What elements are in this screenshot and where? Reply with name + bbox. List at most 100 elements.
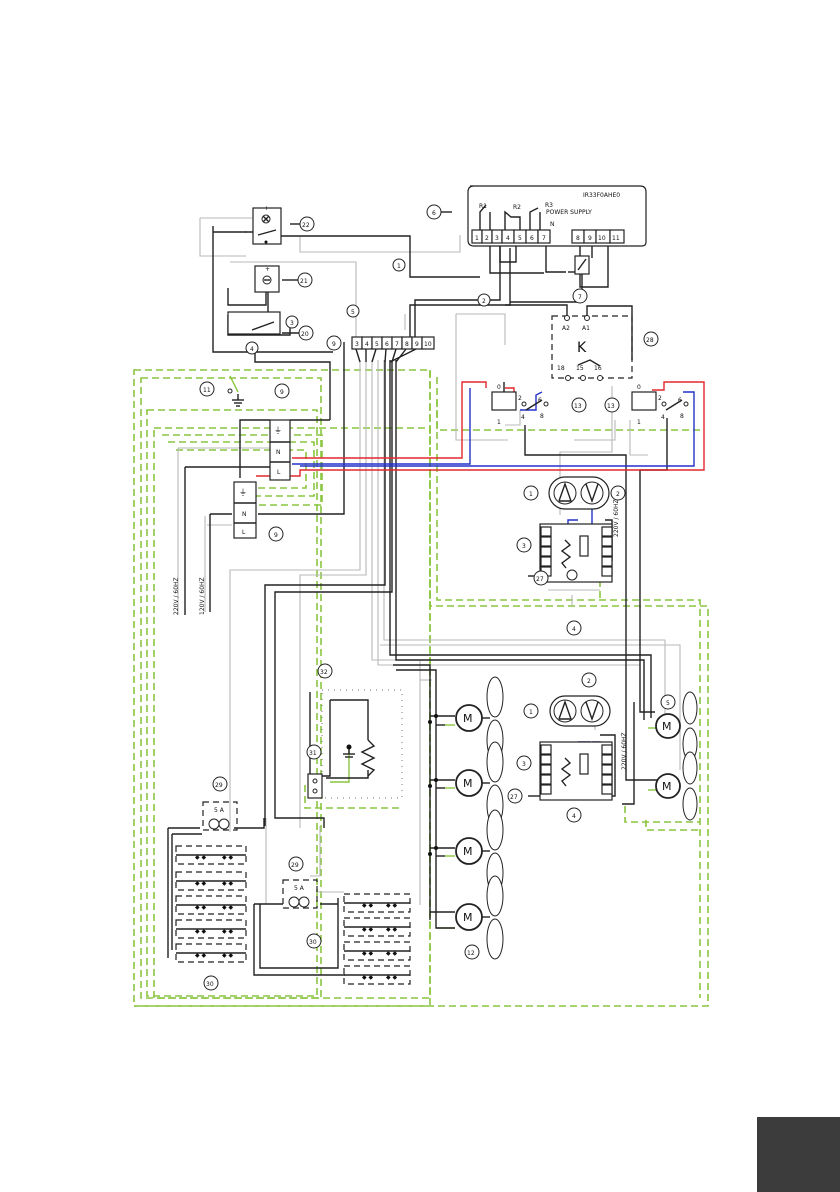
- supply-120v-label: 120V / 60HZ: [199, 577, 206, 615]
- svg-text:1: 1: [497, 419, 501, 426]
- svg-text:◆ ◆: ◆ ◆: [195, 854, 207, 861]
- heater-resistor-icon: [360, 739, 376, 777]
- svg-text:30: 30: [309, 939, 317, 946]
- svg-text:10: 10: [598, 235, 606, 242]
- svg-text:22: 22: [302, 222, 310, 229]
- transformer-icon: [208, 818, 220, 830]
- svg-text:32: 32: [320, 669, 328, 676]
- svg-text:4: 4: [572, 626, 576, 633]
- fan-motor-icon: M: [655, 691, 698, 761]
- svg-text:13: 13: [574, 403, 582, 410]
- svg-text:◆ ◆: ◆ ◆: [386, 974, 398, 981]
- controller-model: IR33F0AHE0: [583, 192, 620, 199]
- svg-text:M: M: [662, 720, 672, 733]
- svg-text:◆ ◆: ◆ ◆: [222, 880, 234, 887]
- svg-text:◆ ◆: ◆ ◆: [386, 926, 398, 933]
- svg-text:4: 4: [506, 235, 510, 242]
- svg-text:1: 1: [397, 263, 401, 270]
- svg-text:220V / 60HZ: 220V / 60HZ: [613, 499, 620, 537]
- transformer-right: 5 A: [282, 879, 318, 909]
- svg-text:5 A: 5 A: [214, 807, 225, 814]
- svg-text:8: 8: [680, 413, 684, 420]
- svg-text:M: M: [463, 911, 473, 924]
- svg-text:⏚: ⏚: [274, 426, 282, 435]
- svg-text:11: 11: [612, 235, 620, 242]
- svg-text:6: 6: [385, 341, 389, 348]
- svg-text:6: 6: [530, 235, 534, 242]
- fan-motors-right: M M: [655, 691, 698, 821]
- svg-text:13: 13: [607, 403, 615, 410]
- svg-text:◆ ◆: ◆ ◆: [195, 880, 207, 887]
- black-wires: [167, 218, 668, 976]
- svg-text:1: 1: [529, 709, 533, 716]
- terminal-strip: 3 4 5 6 7 8 9 10: [351, 336, 435, 363]
- svg-text:4: 4: [521, 414, 525, 421]
- svg-text:3: 3: [290, 320, 294, 327]
- svg-text:27: 27: [510, 794, 518, 801]
- fan-motors-left: M M M M: [428, 676, 504, 960]
- compressor-unit-bottom: 220V / 60HZ: [528, 695, 628, 801]
- svg-text:L: L: [242, 529, 246, 536]
- svg-text:8: 8: [576, 235, 580, 242]
- page-corner-tab: [757, 1117, 840, 1192]
- svg-text:◆ ◆: ◆ ◆: [362, 950, 374, 957]
- svg-text:7: 7: [542, 235, 546, 242]
- svg-text:21: 21: [300, 278, 308, 285]
- svg-text:1: 1: [475, 235, 479, 242]
- svg-text:2: 2: [616, 491, 620, 498]
- callouts: 6 22 21 3 20 9 7 28 13 13 11 9 9 1 2 3 2…: [199, 204, 676, 991]
- contactor-k: A2 A1 K 18 15 16: [505, 304, 633, 381]
- svg-text:6: 6: [432, 210, 436, 217]
- door-lamp-assembly: + +: [227, 205, 282, 335]
- svg-text:16: 16: [594, 365, 602, 372]
- svg-text:9: 9: [415, 341, 419, 348]
- svg-text:18: 18: [557, 365, 565, 372]
- svg-text:28: 28: [646, 337, 654, 344]
- svg-text:◆ ◆: ◆ ◆: [386, 950, 398, 957]
- svg-text:0: 0: [497, 384, 501, 391]
- wire-labels: 1 2 4 5: [245, 258, 491, 355]
- svg-text:◆ ◆: ◆ ◆: [195, 928, 207, 935]
- svg-text:2: 2: [587, 678, 591, 685]
- transformer-left: 5 A: [202, 801, 238, 831]
- svg-text:0: 0: [637, 384, 641, 391]
- relay-r3-label: R3: [545, 202, 553, 209]
- power-supply-label: POWER SUPPLY: [546, 209, 592, 216]
- svg-text:N: N: [242, 511, 247, 518]
- svg-text:10: 10: [424, 341, 432, 348]
- svg-text:2: 2: [482, 298, 486, 305]
- neutral-label: N: [550, 221, 555, 228]
- colored-wires: [256, 381, 705, 797]
- svg-text:4: 4: [572, 813, 576, 820]
- svg-text:◆ ◆: ◆ ◆: [362, 974, 374, 981]
- svg-text:9: 9: [588, 235, 592, 242]
- svg-text:◆ ◆: ◆ ◆: [362, 902, 374, 909]
- relay-right: 0 1 2 4 6 8: [631, 384, 689, 426]
- svg-text:8: 8: [405, 341, 409, 348]
- svg-text:5: 5: [666, 700, 670, 707]
- heater-assembly: [307, 689, 403, 799]
- ground-icon: [227, 388, 244, 407]
- supply-120v: ⏚ N L: [233, 481, 257, 539]
- svg-text:29: 29: [215, 782, 223, 789]
- relay-left: 0 1 2 4 6 8: [491, 382, 549, 426]
- svg-text:3: 3: [495, 235, 499, 242]
- svg-text:◆ ◆: ◆ ◆: [362, 926, 374, 933]
- svg-text:2: 2: [485, 235, 489, 242]
- controller-ir33: IR33F0AHE0 R1 R2 R3 POWER SUPPLY N 1 2 3…: [467, 185, 647, 292]
- svg-text:1: 1: [529, 491, 533, 498]
- fan-motor-icon: M: [655, 751, 698, 821]
- svg-text:⏚: ⏚: [239, 488, 247, 497]
- compressor-unit-top: 220V / 60HZ: [528, 476, 620, 583]
- svg-text:8: 8: [540, 413, 544, 420]
- svg-text:4: 4: [250, 346, 254, 353]
- fan-motor-icon: M: [455, 875, 504, 960]
- svg-text:27: 27: [536, 576, 544, 583]
- svg-text:9: 9: [280, 389, 284, 396]
- svg-text:M: M: [662, 780, 672, 793]
- switch-icon: [251, 321, 275, 331]
- svg-text:M: M: [463, 845, 473, 858]
- led-strips-left: ◆ ◆◆ ◆ ◆ ◆◆ ◆ ◆ ◆◆ ◆ ◆ ◆◆ ◆ ◆ ◆◆ ◆: [175, 845, 247, 963]
- svg-text:220V / 60HZ: 220V / 60HZ: [621, 732, 628, 770]
